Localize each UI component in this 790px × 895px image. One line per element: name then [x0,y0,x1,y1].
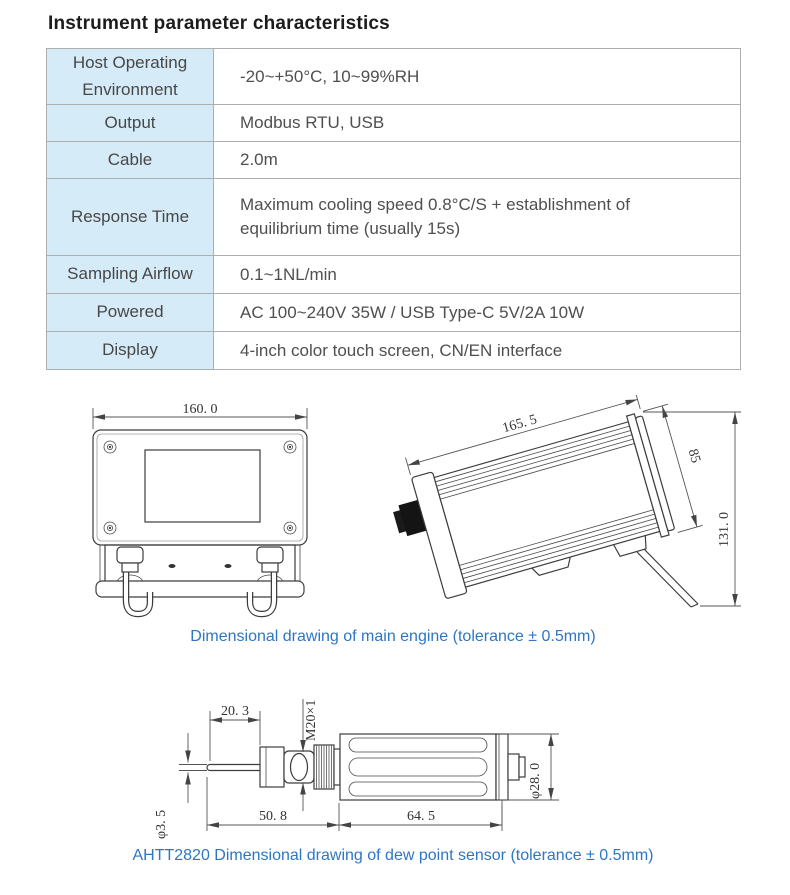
knob-tip [393,509,407,534]
row-value: Modbus RTU, USB [213,104,741,142]
table-row: Output Modbus RTU, USB [46,104,741,142]
display-screen [144,449,261,523]
dimension-line [407,398,638,466]
sensor-drawing: φ3. 5 [154,699,559,839]
connector-tip [518,756,526,778]
row-value: AC 100~240V 35W / USB Type-C 5V/2A 10W [213,293,741,332]
dim-label-depth: 85 [685,447,703,465]
dim-label-top: 20. 3 [221,704,249,719]
leg-bracket [613,535,647,558]
connector [507,753,520,781]
row-label: Output [46,104,214,142]
stand-leg [636,548,699,608]
thread-section [313,744,335,790]
vent-slots [348,737,488,797]
main-front-drawing: 160. 0 [92,402,308,618]
table-row: Display 4-inch color touch screen, CN/EN… [46,331,741,370]
page-title: Instrument parameter characteristics [48,13,390,34]
dim-label-probe-diameter: φ3. 5 [154,810,169,839]
vent-dot [168,564,176,568]
table-row: Powered AC 100~240V 35W / USB Type-C 5V/… [46,293,741,332]
row-value: Maximum cooling speed 0.8°C/S + establis… [213,178,741,256]
dimension-line [661,405,698,528]
enclosure-inner-line [96,433,304,542]
row-value: 2.0m [213,141,741,179]
row-label: Powered [46,293,214,332]
corner-screws [103,440,297,535]
row-label: Host Operating Environment [46,48,214,105]
row-value: -20~+50°C, 10~99%RH [213,48,741,105]
main-drawing-caption: Dimensional drawing of main engine (tole… [190,628,596,645]
right-cable [246,571,278,618]
main-side-drawing: 165. 5 85 131. 0 [393,395,741,608]
dim-label-body-diameter: φ28. 0 [528,763,543,799]
table-row: Sampling Airflow 0.1~1NL/min [46,255,741,294]
collar [333,748,341,786]
hex-face [289,752,309,782]
left-cable [122,571,154,618]
sensor-probe [206,763,263,772]
dim-label-thread: M20×1 [304,700,319,741]
end-cap [495,733,509,801]
cable-glands [116,546,284,573]
row-label: Sampling Airflow [46,255,214,294]
vent-dot [224,564,232,568]
row-label: Cable [46,141,214,179]
dim-label-width: 160. 0 [183,402,218,417]
row-value: 4-inch color touch screen, CN/EN interfa… [213,331,741,370]
table-row: Cable 2.0m [46,141,741,179]
dim-label-left-length: 50. 8 [259,809,287,824]
spec-table: Host Operating Environment -20~+50°C, 10… [46,48,741,370]
sensor-drawing-caption: AHTT2820 Dimensional drawing of dew poin… [132,847,654,864]
side-body [433,421,661,588]
table-row: Response Time Maximum cooling speed 0.8°… [46,178,741,256]
dim-label-body-length: 64. 5 [407,809,435,824]
hex-nut [283,750,315,784]
row-label: Display [46,331,214,370]
table-row: Host Operating Environment -20~+50°C, 10… [46,48,741,105]
row-label: Response Time [46,178,214,256]
row-value: 0.1~1NL/min [213,255,741,294]
enclosure-body [92,429,308,546]
probe-hub [259,746,285,788]
dim-label-height: 131. 0 [717,512,732,547]
foot-tab [531,556,571,577]
sensor-body [339,733,497,801]
